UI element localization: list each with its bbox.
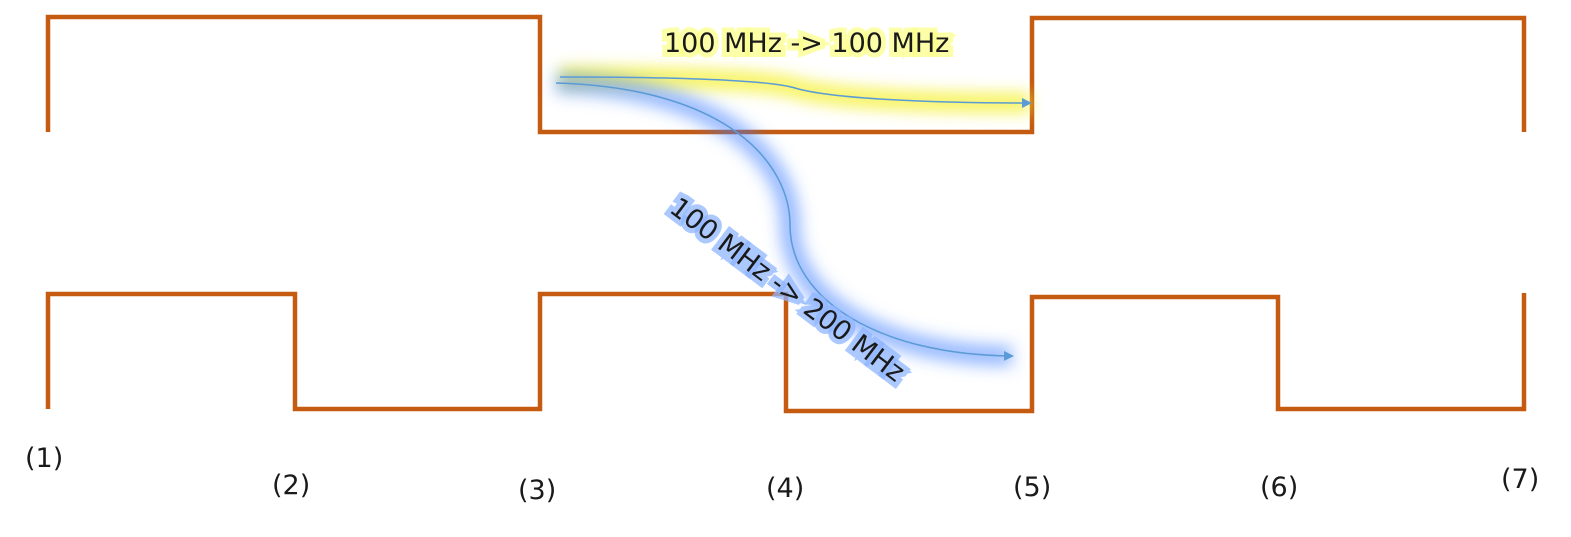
same-frequency-label: 100 MHz -> 100 MHz <box>664 28 949 59</box>
edge-label-5: (5) <box>1013 472 1051 503</box>
clock-100mhz-waveform <box>45 14 1527 135</box>
edge-label-7: (7) <box>1501 464 1539 495</box>
same-frequency-arrow <box>559 76 1032 108</box>
edge-label-3: (3) <box>518 475 556 506</box>
edge-label-6: (6) <box>1260 472 1298 503</box>
double-frequency-arrow <box>555 82 1014 361</box>
edge-label-4: (4) <box>766 473 804 504</box>
edge-label-1: (1) <box>25 443 63 474</box>
clock-200mhz-waveform <box>45 291 1527 414</box>
edge-label-2: (2) <box>272 470 310 501</box>
